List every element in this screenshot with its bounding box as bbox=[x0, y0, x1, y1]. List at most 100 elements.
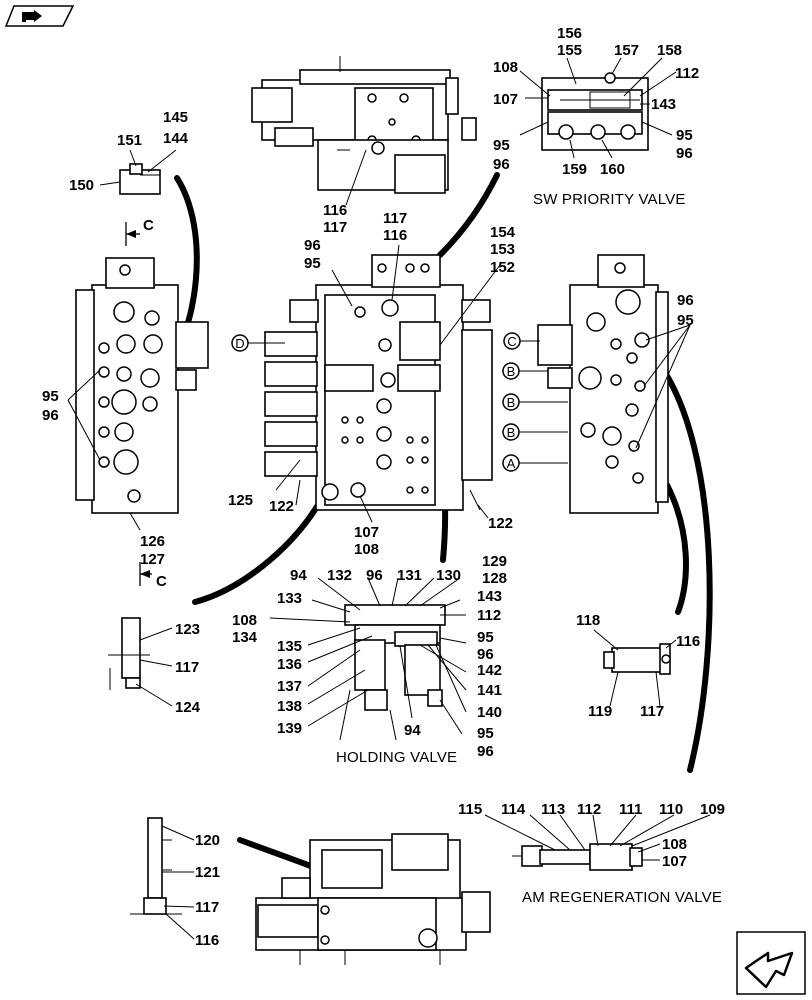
callout-129: 129 bbox=[482, 553, 507, 570]
callout-96-left-view: 96 bbox=[42, 407, 59, 424]
callout-128: 128 bbox=[482, 570, 507, 587]
port-b1-label: B bbox=[507, 364, 516, 379]
callout-125: 125 bbox=[228, 492, 253, 509]
port-d-label: D bbox=[235, 336, 244, 351]
callout-132: 132 bbox=[327, 567, 352, 584]
callout-107-center: 107 bbox=[354, 524, 379, 541]
callout-95-left: 95 bbox=[493, 137, 510, 154]
callout-117-bottom: 117 bbox=[195, 899, 219, 916]
callout-142: 142 bbox=[477, 662, 502, 679]
callout-138: 138 bbox=[277, 698, 302, 715]
callout-137: 137 bbox=[277, 678, 302, 695]
callout-143: 143 bbox=[651, 96, 676, 113]
port-b-1: B bbox=[502, 362, 548, 380]
fitting-123-124 bbox=[108, 617, 150, 690]
holding-valve-caption: HOLDING VALVE bbox=[336, 749, 457, 766]
fitting-120-121 bbox=[130, 817, 182, 915]
callout-110: 110 bbox=[659, 801, 683, 818]
callout-95-center: 95 bbox=[304, 255, 321, 272]
section-marker-bottom: C bbox=[139, 562, 167, 590]
callout-134: 134 bbox=[232, 629, 258, 646]
callout-95-holding-a: 95 bbox=[477, 629, 494, 646]
sw-priority-valve-caption: SW PRIORITY VALVE bbox=[533, 191, 686, 208]
callout-133: 133 bbox=[277, 590, 302, 607]
callout-96-right-view: 96 bbox=[677, 292, 694, 309]
callout-96-holding-b: 96 bbox=[477, 743, 494, 760]
left-side-view bbox=[75, 257, 209, 531]
callout-107: 107 bbox=[493, 91, 518, 108]
callout-116-small-right: 116 bbox=[676, 633, 700, 650]
callout-95-holding-b: 95 bbox=[477, 725, 494, 742]
callout-109: 109 bbox=[700, 801, 725, 818]
callout-94-top: 94 bbox=[290, 567, 307, 584]
callout-139: 139 bbox=[277, 720, 302, 737]
callout-96-left: 96 bbox=[493, 156, 510, 173]
callout-158: 158 bbox=[657, 42, 682, 59]
callout-95-right: 95 bbox=[676, 127, 693, 144]
callout-123: 123 bbox=[175, 621, 200, 638]
port-b-3: B bbox=[502, 423, 568, 441]
section-label-top: C bbox=[143, 217, 154, 234]
holding-valve bbox=[339, 604, 448, 741]
callout-122-left: 122 bbox=[269, 498, 294, 515]
am-regeneration-valve-caption: AM REGENERATION VALVE bbox=[522, 889, 722, 906]
right-side-view bbox=[537, 254, 669, 514]
leader-lines bbox=[67, 57, 711, 940]
callout-152: 152 bbox=[490, 259, 515, 276]
callout-115: 115 bbox=[458, 801, 482, 818]
callout-136: 136 bbox=[277, 656, 302, 673]
callout-95-right-view: 95 bbox=[677, 312, 694, 329]
callout-160: 160 bbox=[600, 161, 625, 178]
sw-priority-valve bbox=[541, 72, 649, 151]
callout-116-top: 116 bbox=[323, 202, 347, 219]
callout-145: 145 bbox=[163, 109, 188, 126]
book-navigation-icon[interactable] bbox=[4, 5, 75, 27]
callout-130: 130 bbox=[436, 567, 461, 584]
bottom-valve-view bbox=[255, 833, 491, 965]
callout-120: 120 bbox=[195, 832, 220, 849]
callout-108-holding: 108 bbox=[232, 612, 257, 629]
callout-155: 155 bbox=[557, 42, 582, 59]
callout-113: 113 bbox=[541, 801, 565, 818]
callout-131: 131 bbox=[397, 567, 422, 584]
callout-126: 126 bbox=[140, 533, 165, 550]
callout-124: 124 bbox=[175, 699, 201, 716]
callout-122-right: 122 bbox=[488, 515, 513, 532]
callout-150: 150 bbox=[69, 177, 94, 194]
section-label-bottom: C bbox=[156, 573, 167, 590]
port-c: C bbox=[503, 332, 540, 350]
callout-96-holding: 96 bbox=[366, 567, 383, 584]
port-b2-label: B bbox=[507, 395, 516, 410]
callout-156: 156 bbox=[557, 25, 582, 42]
callout-141: 141 bbox=[477, 682, 502, 699]
port-c-label: C bbox=[507, 334, 516, 349]
callout-96-holding-a: 96 bbox=[477, 646, 494, 663]
callout-159: 159 bbox=[562, 161, 587, 178]
callout-140: 140 bbox=[477, 704, 502, 721]
callout-118: 118 bbox=[576, 612, 600, 629]
callout-135: 135 bbox=[277, 638, 302, 655]
next-page-arrow-icon[interactable] bbox=[736, 931, 806, 995]
callout-151: 151 bbox=[117, 132, 142, 149]
callout-114: 114 bbox=[501, 801, 526, 818]
callout-157: 157 bbox=[614, 42, 639, 59]
port-d: D bbox=[231, 334, 285, 352]
port-a-label: A bbox=[507, 456, 516, 471]
port-b3-label: B bbox=[507, 425, 516, 440]
callout-112-holding: 112 bbox=[477, 607, 501, 624]
callout-107-am: 107 bbox=[662, 853, 687, 870]
callout-154: 154 bbox=[490, 224, 516, 241]
port-b-2: B bbox=[502, 393, 568, 411]
callout-94-bottom: 94 bbox=[404, 722, 421, 739]
center-front-view bbox=[264, 254, 493, 511]
callout-121: 121 bbox=[195, 864, 220, 881]
callout-108-center: 108 bbox=[354, 541, 379, 558]
callout-153: 153 bbox=[490, 241, 515, 258]
callout-95-left-view: 95 bbox=[42, 388, 59, 405]
callout-117-top: 117 bbox=[323, 219, 347, 236]
port-a: A bbox=[502, 454, 568, 472]
callout-96-right: 96 bbox=[676, 145, 693, 162]
section-marker-top: C bbox=[125, 217, 154, 246]
